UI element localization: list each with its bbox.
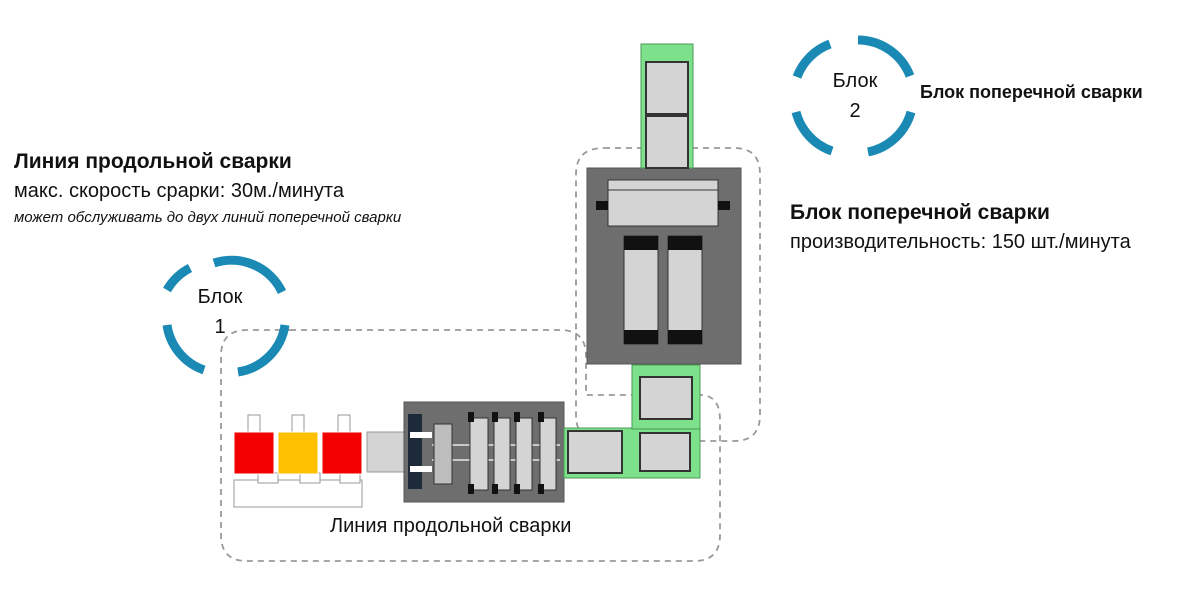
coil-red-2 <box>321 431 363 475</box>
block1-label: Блок 1 <box>170 282 270 342</box>
transfer-conveyor <box>563 364 701 479</box>
straightener <box>366 431 406 473</box>
block2-caption: Блок поперечной сварки <box>920 82 1143 102</box>
block1-ring <box>162 255 290 377</box>
block2-label-word: Блок <box>832 70 878 92</box>
transverse-unit-performance: производительность: 150 шт./минута <box>790 231 1131 253</box>
longitudinal-welder <box>403 401 565 503</box>
block1-label-number: 1 <box>214 316 226 338</box>
transverse-unit-title: Блок поперечной сварки <box>790 201 1050 224</box>
output-conveyor <box>640 43 694 169</box>
block2-label: Блок 2 <box>805 66 905 126</box>
transverse-unit-group-outline <box>575 147 761 442</box>
block1-label-word: Блок <box>197 286 243 308</box>
longitudinal-line-speed: макс. скорость срарки: 30м./минута <box>14 180 344 202</box>
block2-ring <box>791 35 916 157</box>
coil-red-1 <box>233 431 275 475</box>
transverse-welder <box>586 167 742 365</box>
block2-label-number: 2 <box>849 100 861 122</box>
coil-feed-outline <box>233 414 363 508</box>
longitudinal-line-group-outline <box>220 329 721 562</box>
coil-yellow <box>277 431 319 475</box>
longitudinal-line-note: может обслуживать до двух линий поперечн… <box>14 209 402 226</box>
longitudinal-line-title: Линия продольной сварки <box>14 150 292 173</box>
longitudinal-line-bottom-label: Линия продольной сварки <box>330 515 572 537</box>
